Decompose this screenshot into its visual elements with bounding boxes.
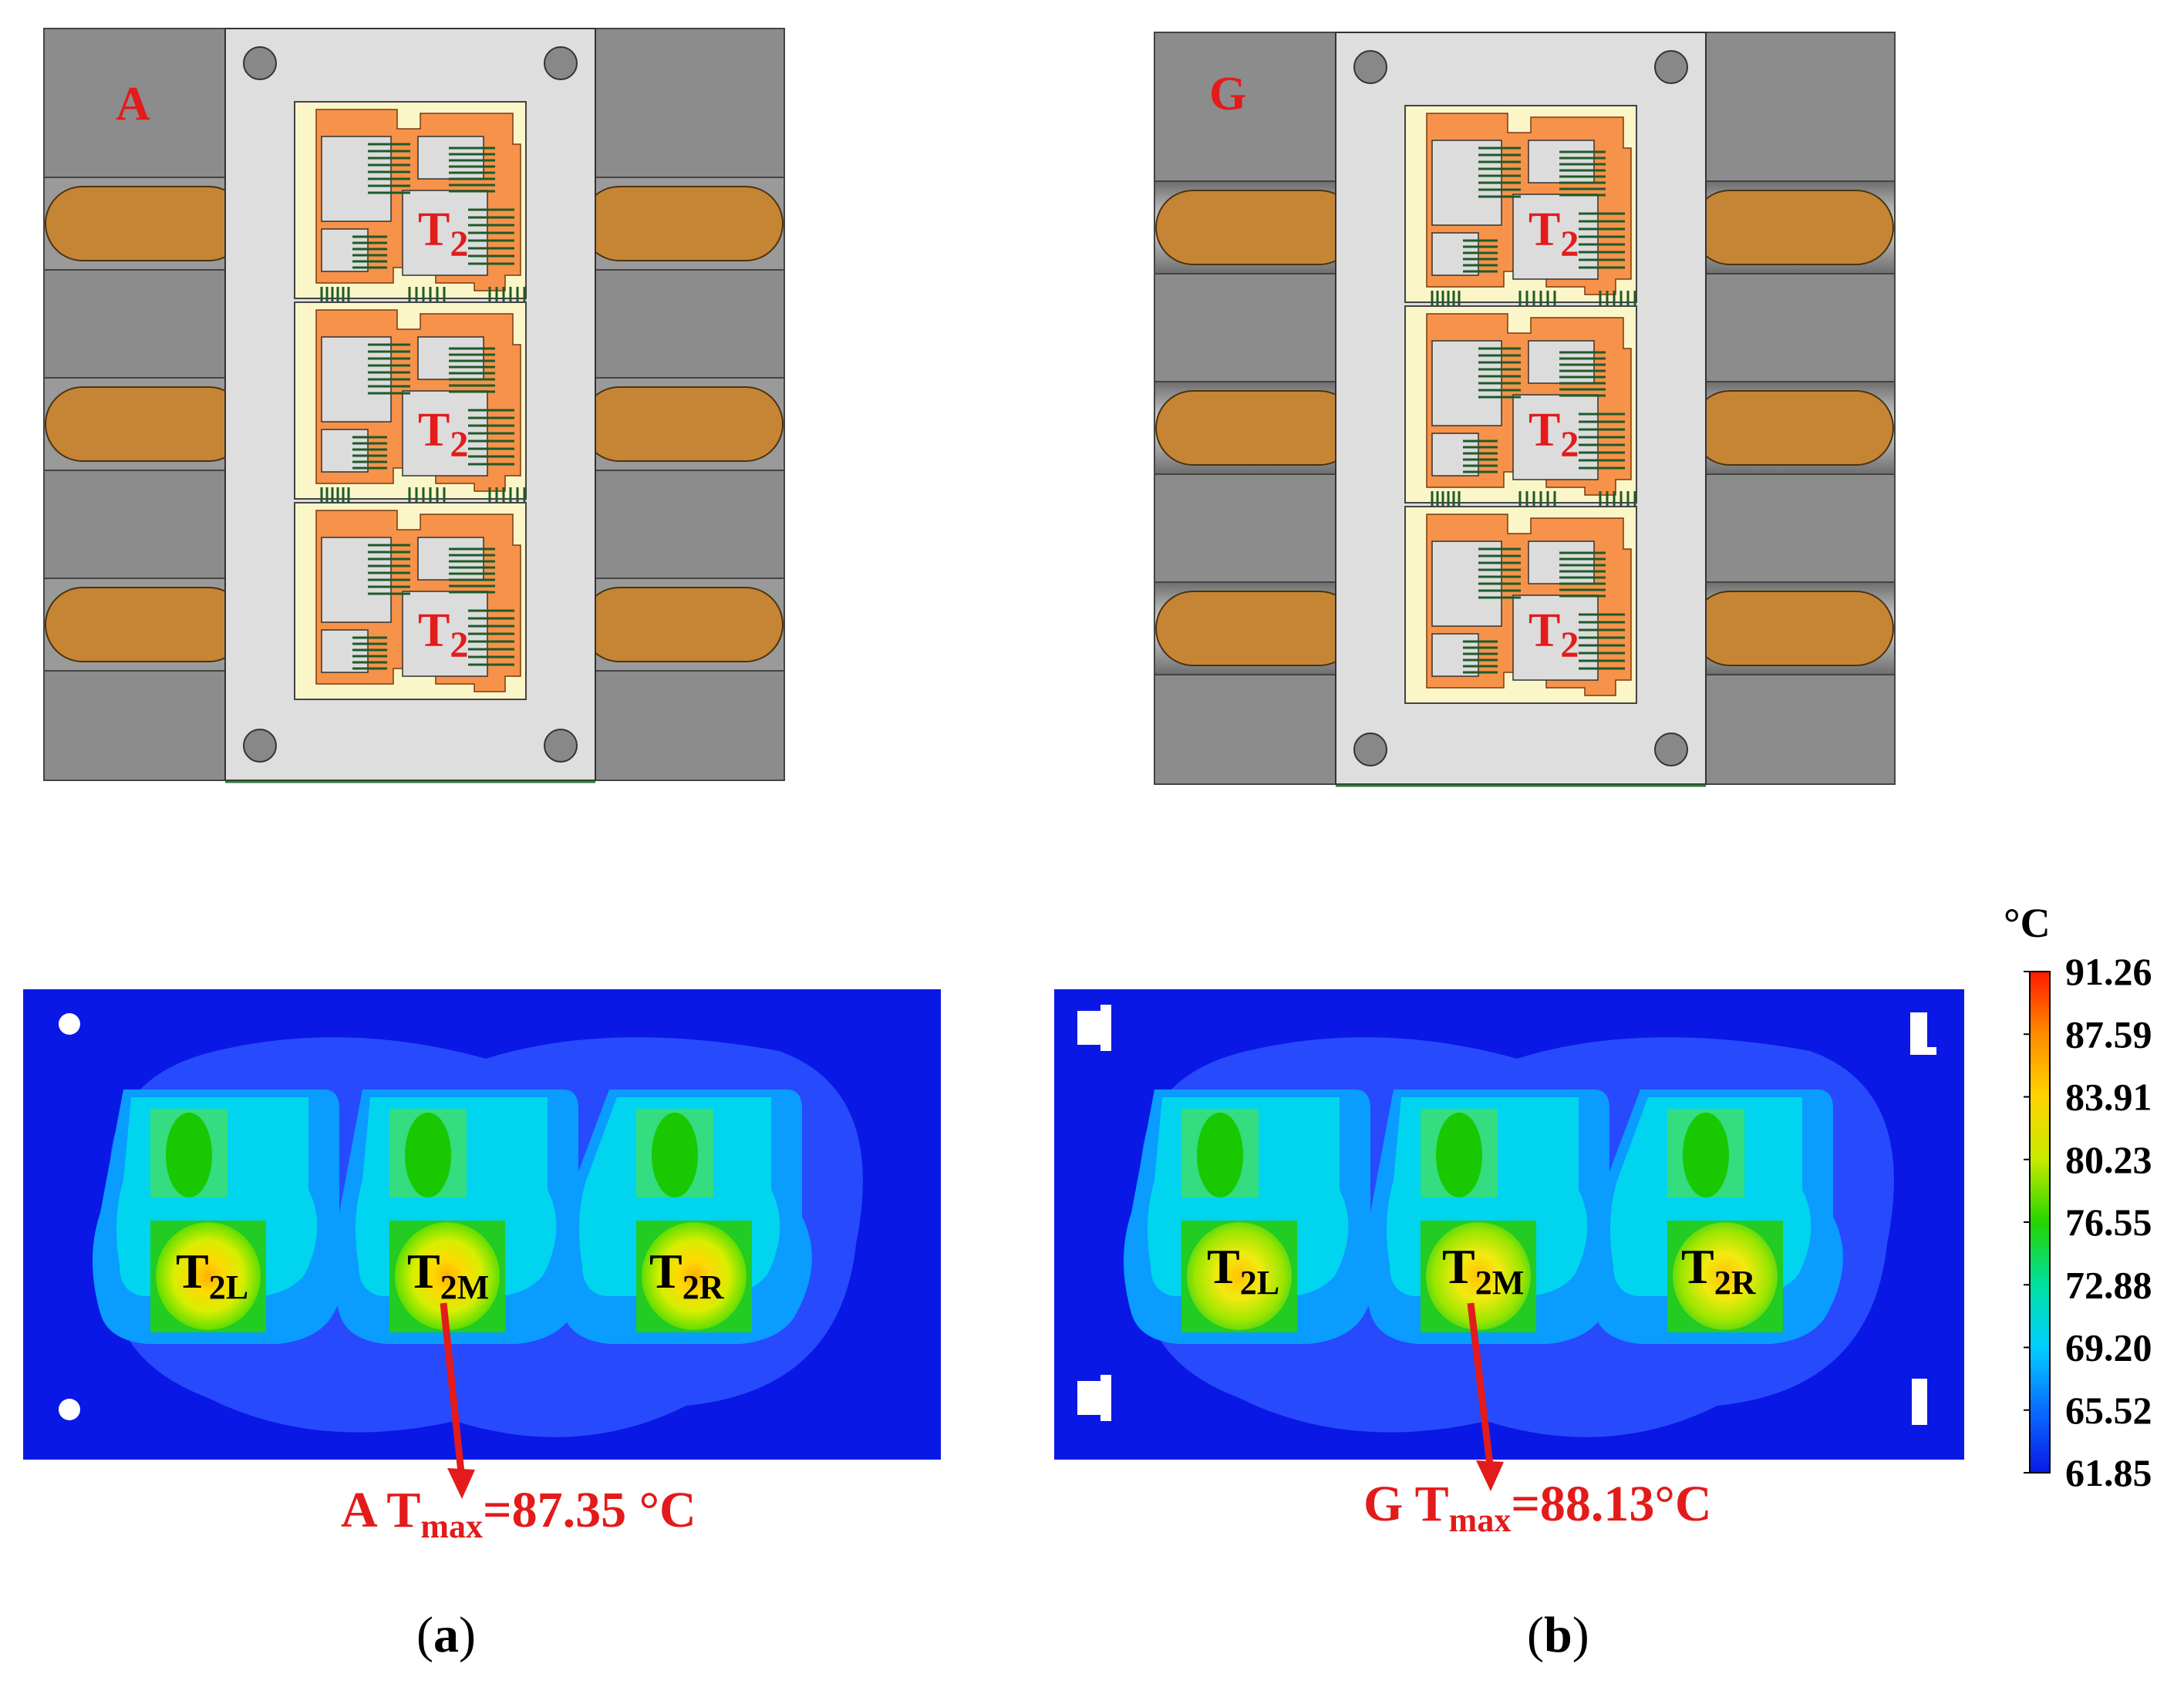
igbt-hotspot-1 [1187,1222,1292,1330]
colorbar-tick-label: 80.23 [2065,1138,2152,1181]
igbt-hotspot-1 [156,1222,261,1330]
colorbar-tick-label: 91.26 [2065,950,2152,993]
heatpipe-right-2 [581,386,784,462]
heatpipe-left-3 [1155,591,1357,666]
igbt-hotspot-2 [1426,1222,1531,1330]
tmax-arrow-g-shaft [1467,1302,1494,1466]
colorbar-tick-label: 87.59 [2065,1012,2152,1056]
heatpipe-left-1 [1155,190,1357,265]
module-g-thermal-map [1054,989,1964,1491]
colorbar-tick-label: 76.55 [2065,1201,2152,1244]
diode-hot-1 [166,1113,212,1197]
tmax-arrow-a-head [447,1468,475,1499]
chip-label-t2-mid-a: T2 [418,404,468,465]
tmax-annotation-g: G Tmax=88.13°C [1363,1476,1712,1539]
mounting-slot [1077,1005,1111,1051]
heatpipe-right-3 [1692,591,1894,666]
caption-b: (b) [1527,1607,1589,1663]
mounting-hole [1353,50,1387,84]
heatpipe-right-1 [581,186,784,261]
hotspot-label-t2r-b: T2R [1681,1239,1757,1302]
colorbar-tick-label: 72.88 [2065,1263,2152,1306]
igbt-hotspot-3 [1673,1222,1778,1330]
mounting-hole [59,1013,80,1035]
heatpipe-left-3 [45,587,247,662]
igbt-hotspot-2 [395,1222,500,1330]
heatpipe-right-3 [581,587,784,662]
diode-hot-3 [1683,1113,1729,1197]
hotspot-label-t2l-b: T2L [1207,1239,1279,1302]
mounting-slot [1910,1012,1936,1055]
colorbar-gradient [2029,971,2051,1474]
hotspot-label-t2m-b: T2M [1442,1239,1524,1302]
mounting-hole [243,46,277,80]
mounting-hole [544,46,578,80]
mounting-hole [1654,50,1688,84]
chip-label-t2-top-b: T2 [1528,204,1579,264]
colorbar-tick-label: 61.85 [2065,1451,2152,1494]
colorbar-tick-label: 65.52 [2065,1389,2152,1432]
colorbar-unit: °C [2004,900,2051,946]
tmax-arrow-a-shaft [440,1302,465,1474]
caption-a: (a) [416,1607,476,1663]
mounting-hole [1353,733,1387,766]
heatpipe-right-1 [1692,190,1894,265]
diode-hot-3 [652,1113,698,1197]
igbt-die-t2 [402,190,488,276]
tmax-arrow-g-head [1476,1460,1504,1491]
mounting-slot [1077,1375,1111,1421]
diode-hot-2 [1436,1113,1482,1197]
module-a-cad-view [43,28,785,783]
tmax-annotation-a: A Tmax=87.35 °C [341,1482,696,1545]
mounting-hole [243,729,277,763]
colorbar-tick-label: 69.20 [2065,1326,2152,1369]
diode-hot-2 [405,1113,451,1197]
mounting-hole [59,1399,80,1420]
heatpipe-left-1 [45,186,247,261]
mounting-hole [1654,733,1688,766]
mounting-slot [1912,1379,1927,1425]
temperature-colorbar [2024,971,2051,1474]
colorbar-tick-label: 83.91 [2065,1076,2152,1119]
mounting-hole [544,729,578,763]
module-g-label: G [1209,68,1246,120]
module-a-thermal-map [23,989,941,1499]
chip-label-t2-top-a: T2 [418,204,468,264]
heatpipe-right-2 [1692,390,1894,466]
colorbar-tick-labels: 91.26 87.59 83.91 80.23 76.55 72.88 69.20 65.52… [2065,950,2152,1494]
hotspot-label-t2r-a: T2R [649,1244,725,1306]
hotspot-label-t2m-a: T2M [407,1244,489,1306]
chip-label-t2-bot-b: T2 [1528,605,1579,665]
igbt-hotspot-3 [642,1222,747,1330]
module-a-label: A [116,78,150,130]
heatpipe-left-2 [45,386,247,462]
module-g-cad-view [1154,32,1896,787]
chip-label-t2-mid-b: T2 [1528,404,1579,465]
diode-hot-1 [1197,1113,1243,1197]
chip-label-t2-bot-a: T2 [418,605,468,665]
hotspot-label-t2l-a: T2L [176,1244,248,1306]
heatpipe-left-2 [1155,390,1357,466]
